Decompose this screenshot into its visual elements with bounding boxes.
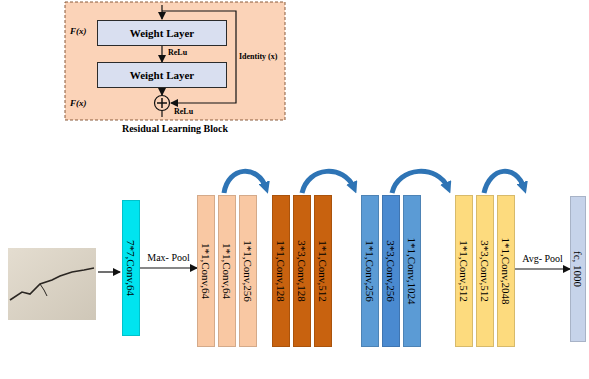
layer-bar: fc, 1000 xyxy=(570,196,586,342)
layer-bar: 1*1,Conv,256 xyxy=(361,195,379,347)
skip-arc xyxy=(302,171,354,193)
layer-label: Weight Layer xyxy=(130,69,194,81)
crack-image xyxy=(8,248,96,320)
weight-layer: Weight Layer xyxy=(97,62,227,88)
layer-label: 1*1,Conv,1024 xyxy=(406,237,418,304)
layer-label: 3*3,Conv,256 xyxy=(385,240,397,302)
layer-bar: 1*1,Conv,64 xyxy=(197,195,215,347)
layer-bar: 3*3,Conv,512 xyxy=(476,195,494,347)
residual-block: Residual Learning BlockWeight LayerWeigh… xyxy=(65,2,285,120)
layer-bar: 1*1,Conv,64 xyxy=(218,195,236,347)
layer-bar: 1*1,Conv,128 xyxy=(272,195,290,347)
weight-layer: Weight Layer xyxy=(97,20,227,46)
input-arrow xyxy=(98,271,120,272)
layer-bar: 3*3,Conv,256 xyxy=(382,195,400,347)
annotation-label: ReLu xyxy=(168,48,187,57)
layer-label: Weight Layer xyxy=(130,27,194,39)
layer-label: 1*1,Conv,512 xyxy=(458,240,470,302)
layer-label: 1*1,Conv,2048 xyxy=(500,237,512,304)
layer-label: 7*7,Conv,64 xyxy=(125,240,137,296)
layer-bar: 1*1,Conv,2048 xyxy=(497,195,515,347)
layer-bar: 1*1,Conv,512 xyxy=(455,195,473,347)
sum-circle xyxy=(155,96,170,111)
plus-sign xyxy=(161,98,163,108)
flow-arrow xyxy=(161,46,162,62)
layer-label: 1*1,Conv,256 xyxy=(242,240,254,302)
layer-label: 1*1,Conv,128 xyxy=(275,240,287,302)
annotation-label: Identity (x) xyxy=(239,52,277,61)
block-caption: Residual Learning Block xyxy=(65,123,285,134)
annotation-label: ReLu xyxy=(174,107,193,116)
skip-arc xyxy=(484,171,524,193)
flow-arrow xyxy=(515,268,570,269)
annotation-label: F(x) xyxy=(70,98,87,108)
layer-label: fc, 1000 xyxy=(572,251,584,287)
layer-bar: 1*1,Conv,1024 xyxy=(403,195,421,347)
crack-line xyxy=(10,268,94,300)
skip-arc xyxy=(224,171,266,193)
layer-label: 3*3,Conv,128 xyxy=(296,240,308,302)
residual-panel xyxy=(65,2,285,120)
layer-label: 1*1,Conv,256 xyxy=(364,240,376,302)
layer-bar: 7*7,Conv,64 xyxy=(122,200,140,336)
sum-line xyxy=(161,88,162,95)
layer-bar: 1*1,Conv,256 xyxy=(239,195,257,347)
layer-bar: 1*1,Conv,512 xyxy=(314,195,332,347)
output-line xyxy=(161,111,162,118)
flow-arrow xyxy=(140,267,197,268)
annotation-label: F(x) xyxy=(70,26,87,36)
layer-bar: 3*3,Conv,128 xyxy=(293,195,311,347)
crack-branch xyxy=(40,284,47,296)
layer-label: 3*3,Conv,512 xyxy=(479,240,491,302)
layer-label: 1*1,Conv,64 xyxy=(221,243,233,299)
layer-label: 1*1,Conv,64 xyxy=(200,243,212,299)
input-line xyxy=(161,5,162,19)
pool-label: Max- Pool xyxy=(147,252,190,263)
pool-label: Avg- Pool xyxy=(522,253,563,264)
layer-label: 1*1,Conv,512 xyxy=(317,240,329,302)
skip-arc xyxy=(392,171,448,193)
